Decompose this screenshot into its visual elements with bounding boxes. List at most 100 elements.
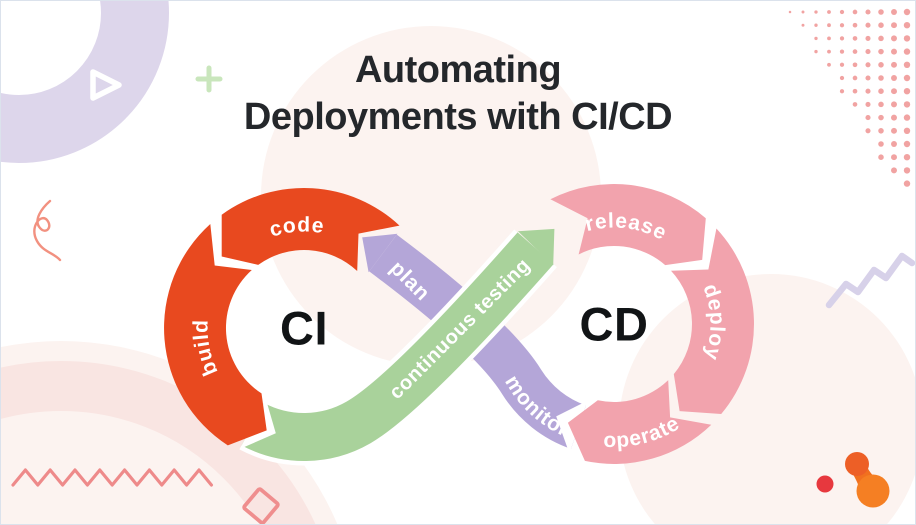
dot bbox=[878, 9, 884, 15]
dot bbox=[903, 35, 911, 42]
halftone-dots bbox=[788, 8, 911, 187]
ci-center-label: CI bbox=[280, 302, 328, 355]
dot bbox=[891, 9, 897, 15]
dot bbox=[814, 36, 818, 41]
dot bbox=[878, 48, 884, 55]
ci-segment-build bbox=[164, 224, 267, 446]
continuous-testing-band bbox=[241, 232, 554, 461]
dot bbox=[891, 22, 897, 29]
dot bbox=[827, 23, 831, 28]
dot bbox=[801, 23, 805, 27]
red-dot-icon bbox=[816, 475, 834, 493]
blob-circle-small bbox=[845, 452, 869, 476]
dot bbox=[827, 10, 831, 14]
stairs-zigzag-icon bbox=[825, 252, 915, 309]
dot bbox=[903, 154, 911, 161]
dot bbox=[865, 115, 871, 121]
diamond-outline-icon bbox=[242, 487, 280, 524]
dot bbox=[878, 75, 884, 81]
cd-segment-release bbox=[550, 184, 706, 266]
cd-segment-operate bbox=[567, 380, 712, 464]
dot bbox=[891, 154, 897, 161]
dot bbox=[903, 167, 911, 174]
dot bbox=[891, 48, 897, 55]
dot bbox=[852, 36, 858, 41]
dot bbox=[903, 88, 911, 95]
zigzag-line bbox=[11, 468, 213, 487]
dot bbox=[891, 88, 897, 95]
blob-circle-large bbox=[856, 474, 890, 508]
dot bbox=[852, 9, 858, 15]
dot bbox=[878, 128, 884, 134]
dot bbox=[865, 9, 871, 15]
dot bbox=[839, 89, 845, 94]
title-line-1: Automating bbox=[354, 49, 562, 91]
dot bbox=[891, 141, 897, 147]
ci-segment-code bbox=[221, 187, 400, 271]
title-line-2: Deployments with CI/CD bbox=[243, 96, 673, 138]
dot bbox=[878, 114, 884, 121]
plan-monitor-band bbox=[369, 234, 587, 449]
testing-arrowhead bbox=[518, 228, 555, 266]
dot bbox=[865, 49, 871, 55]
dot bbox=[903, 8, 911, 16]
dot bbox=[903, 127, 911, 134]
dot bbox=[852, 22, 858, 28]
dot bbox=[878, 88, 884, 94]
dot bbox=[878, 62, 884, 68]
page-title: Automating Deployments with CI/CD bbox=[1, 47, 915, 141]
dot bbox=[878, 35, 884, 42]
dot bbox=[865, 101, 871, 107]
dot bbox=[865, 88, 871, 94]
dot bbox=[839, 23, 845, 28]
lavender-ring bbox=[1, 1, 169, 163]
dot bbox=[852, 75, 858, 81]
dot bbox=[903, 74, 911, 82]
dot bbox=[852, 49, 858, 54]
plan-arrowhead bbox=[362, 233, 398, 273]
dot bbox=[903, 61, 911, 68]
dot bbox=[878, 22, 884, 28]
dot bbox=[878, 141, 884, 147]
dot bbox=[839, 9, 845, 15]
dot bbox=[878, 154, 884, 160]
dot bbox=[891, 35, 897, 42]
dot bbox=[827, 36, 831, 41]
dot bbox=[891, 114, 897, 121]
dot bbox=[827, 62, 831, 67]
dot bbox=[814, 49, 818, 54]
dot bbox=[903, 180, 911, 187]
dot bbox=[865, 75, 871, 81]
dot bbox=[891, 101, 897, 108]
plus-icon bbox=[195, 65, 223, 93]
dot bbox=[852, 102, 858, 107]
dot bbox=[839, 36, 845, 41]
dot bbox=[852, 62, 858, 68]
dot bbox=[903, 22, 911, 29]
triangle-outline-icon bbox=[90, 69, 122, 101]
dot bbox=[814, 10, 818, 14]
dot bbox=[903, 140, 911, 148]
dot bbox=[865, 128, 871, 134]
dot bbox=[839, 75, 845, 81]
pale-ring-bottom-left bbox=[1, 361, 316, 524]
dot bbox=[903, 101, 911, 108]
dot bbox=[891, 127, 897, 134]
cd-segment-deploy bbox=[671, 228, 754, 414]
dot bbox=[801, 10, 805, 14]
dot bbox=[878, 101, 884, 108]
dot bbox=[788, 10, 792, 14]
dot bbox=[865, 35, 871, 41]
dot bbox=[865, 22, 871, 28]
dot bbox=[903, 114, 911, 121]
dot bbox=[839, 62, 845, 67]
dot bbox=[891, 75, 897, 81]
dot bbox=[814, 23, 818, 27]
dot bbox=[903, 48, 911, 55]
dot bbox=[865, 62, 871, 68]
dot bbox=[891, 167, 897, 174]
dot bbox=[891, 61, 897, 68]
dot bbox=[839, 49, 845, 54]
